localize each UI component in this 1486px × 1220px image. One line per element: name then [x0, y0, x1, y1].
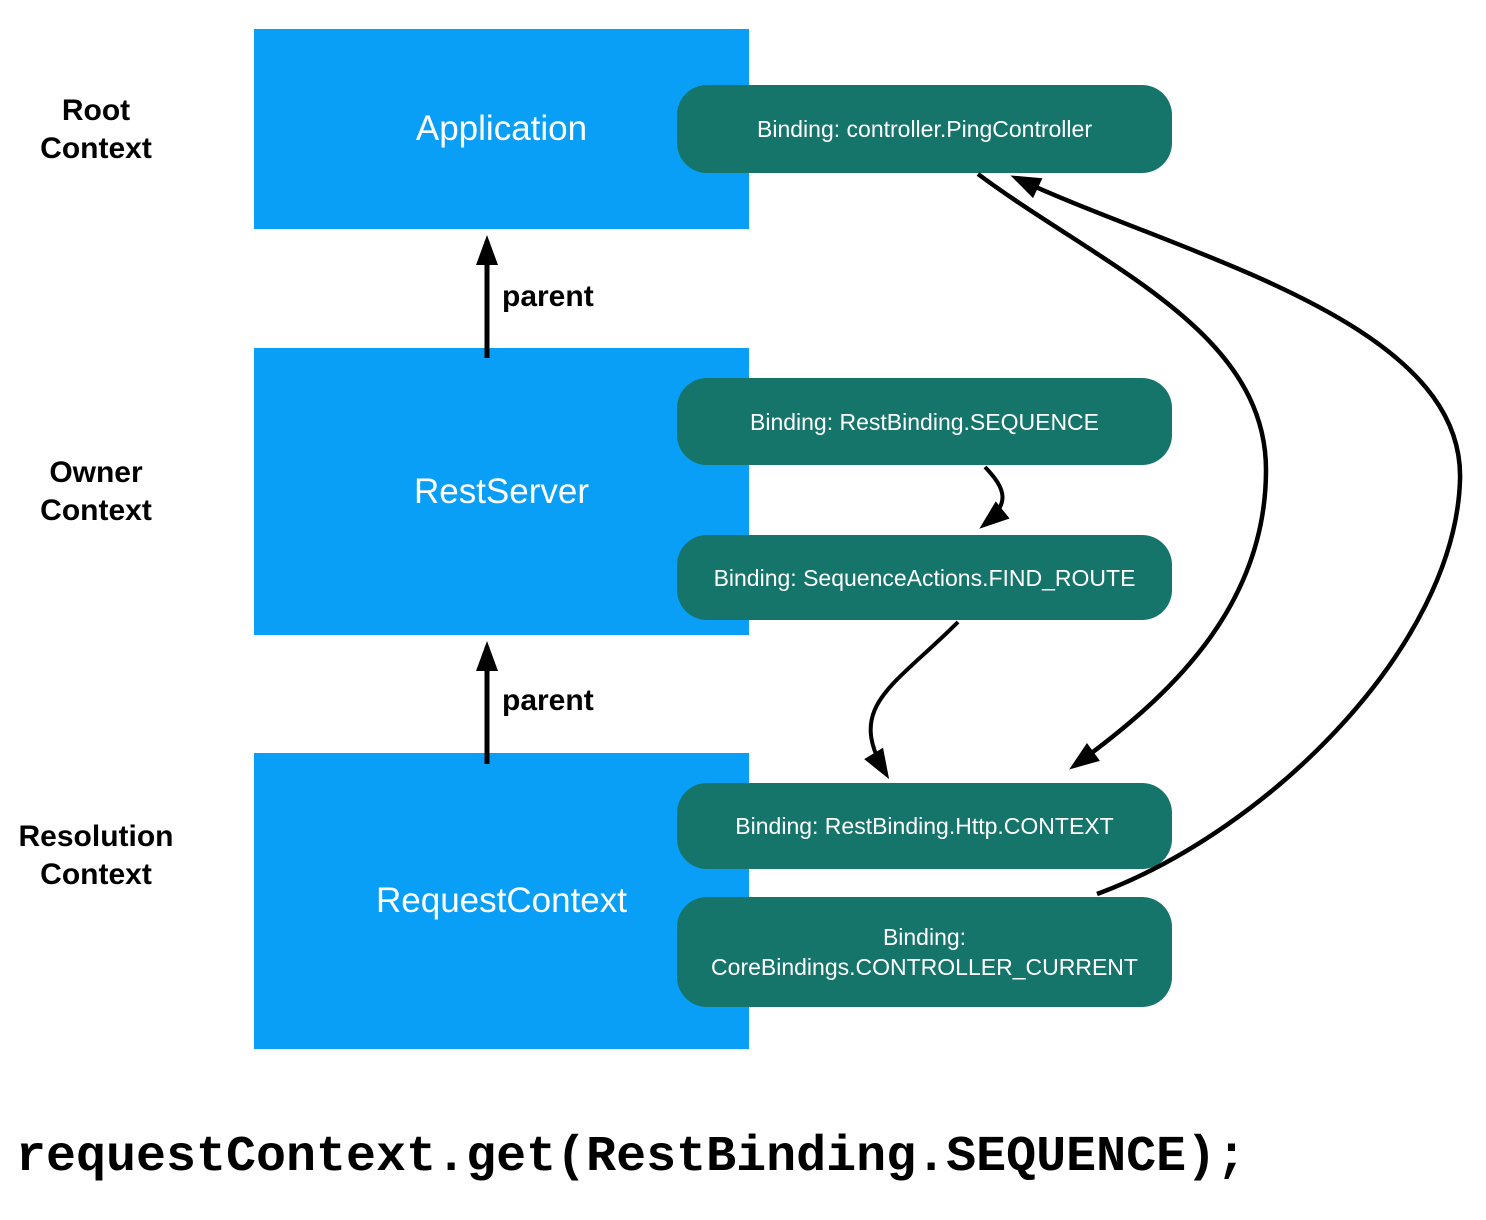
- root-context-line1: Root: [61, 94, 131, 127]
- binding-pill-rest-sequence: Binding: RestBinding.SEQUENCE: [677, 378, 1172, 465]
- binding-pill-controller-current: Binding: CoreBindings.CONTROLLER_CURRENT: [677, 897, 1172, 1007]
- binding-pill-controller-current-line2: CoreBindings.CONTROLLER_CURRENT: [711, 954, 1138, 980]
- restserver-box: RestServer: [254, 348, 749, 635]
- parent-edge-label-top: parent: [502, 280, 594, 313]
- application-box: Application: [254, 29, 749, 229]
- owner-context-line1: Owner: [49, 456, 143, 489]
- binding-pill-http-context: Binding: RestBinding.Http.CONTEXT: [677, 783, 1172, 869]
- parent-edge-label-bottom: parent: [502, 684, 594, 717]
- binding-pill-http-context-text: Binding: RestBinding.Http.CONTEXT: [735, 813, 1114, 839]
- binding-pill-ping-controller: Binding: controller.PingController: [677, 85, 1172, 173]
- binding-pill-controller-current-line1: Binding:: [882, 924, 967, 950]
- owner-context-label: Owner Context: [0, 454, 192, 530]
- resolution-context-line2: Context: [40, 858, 152, 891]
- requestcontext-box: RequestContext: [254, 753, 749, 1049]
- application-box-label: Application: [415, 109, 588, 148]
- arrow-findroute-to-httpcontext: [864, 620, 960, 780]
- code-snippet: requestContext.get(RestBinding.SEQUENCE)…: [16, 1129, 1247, 1186]
- resolution-context-line1: Resolution: [18, 820, 174, 853]
- root-context-line2: Context: [40, 132, 152, 165]
- root-context-label: Root Context: [0, 92, 192, 168]
- arrow-sequence-to-findroute: [979, 465, 1010, 529]
- resolution-context-label: Resolution Context: [0, 818, 192, 894]
- restserver-box-label: RestServer: [413, 471, 590, 511]
- binding-pill-rest-sequence-text: Binding: RestBinding.SEQUENCE: [750, 408, 1099, 435]
- arrow-pingcontroller-to-httpcontext: [976, 172, 1269, 770]
- binding-pill-find-route: Binding: SequenceActions.FIND_ROUTE: [677, 535, 1172, 620]
- requestcontext-box-label: RequestContext: [376, 881, 627, 920]
- binding-pill-find-route-text: Binding: SequenceActions.FIND_ROUTE: [713, 564, 1136, 591]
- owner-context-line2: Context: [40, 494, 152, 527]
- binding-pill-ping-controller-text: Binding: controller.PingController: [757, 116, 1092, 142]
